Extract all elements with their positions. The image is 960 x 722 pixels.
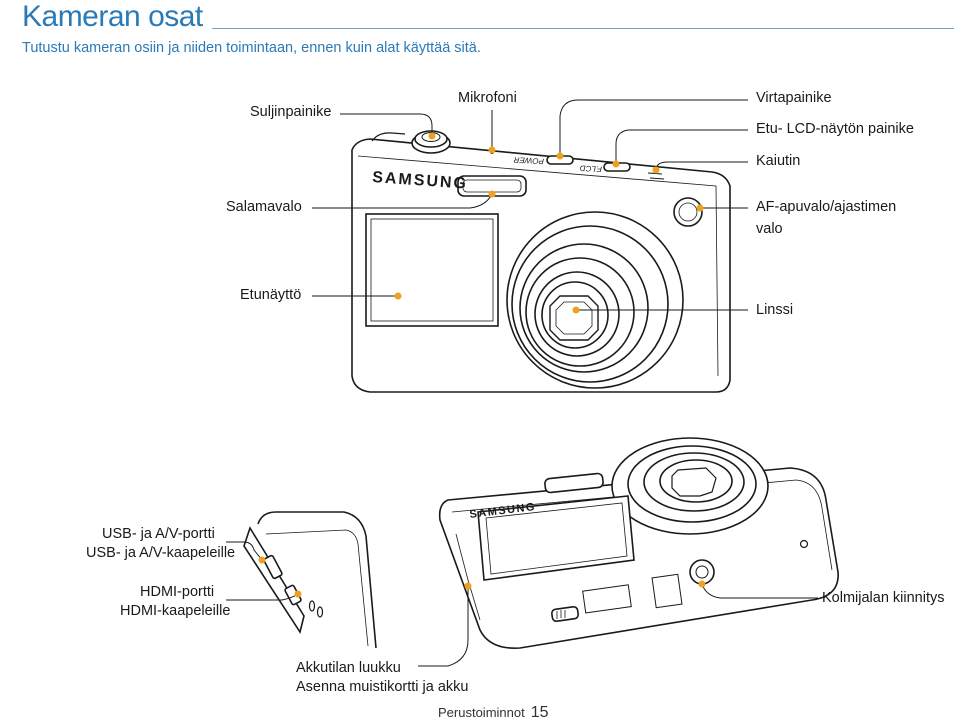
page-subtitle: Tutustu kameran osiin ja niiden toiminta… (22, 40, 481, 56)
flcd-marking: F.LCD (579, 163, 602, 173)
footer-page-number: 15 (530, 704, 549, 721)
camera-bottom-drawing (438, 437, 839, 649)
power-marking: POWER (513, 155, 544, 166)
label-flash: Salamavalo (226, 199, 302, 215)
callout-dots (258, 132, 706, 598)
label-front-lcd-button: Etu- LCD-näytön painike (756, 121, 914, 137)
label-power-button: Virtapainike (756, 90, 832, 106)
page-title: Kameran osat (22, 0, 203, 33)
label-hdmi-port: HDMI-portti (140, 584, 215, 600)
label-hdmi-port-desc: HDMI-kaapeleille (120, 603, 231, 619)
page-footer: Perustoiminnot 15 (438, 704, 549, 722)
camera-front-drawing (351, 130, 731, 393)
label-microphone: Mikrofoni (458, 90, 517, 106)
label-af-lamp-line2: valo (756, 221, 783, 237)
label-usb-port-desc: USB- ja A/V-kaapeleille (86, 545, 236, 561)
label-battery-cover-desc: Asenna muistikortti ja akku (296, 679, 469, 695)
label-battery-cover: Akkutilan luukku (296, 660, 401, 676)
label-lens: Linssi (756, 302, 794, 318)
label-af-lamp-line1: AF-apuvalo/ajastimen (756, 199, 897, 215)
label-front-display: Etunäyttö (240, 287, 302, 303)
front-brand-logo: SAMSUNG (372, 169, 469, 193)
label-speaker: Kaiutin (756, 153, 801, 169)
label-usb-port: USB- ja A/V-portti (102, 526, 215, 542)
label-shutter-button: Suljinpainike (250, 104, 332, 120)
camera-front-text: SAMSUNG POWER F.LCD (372, 155, 602, 193)
title-rule (212, 28, 954, 29)
side-port-detail (243, 511, 377, 649)
footer-section: Perustoiminnot (438, 705, 525, 720)
label-tripod-mount: Kolmijalan kiinnitys (822, 590, 945, 606)
